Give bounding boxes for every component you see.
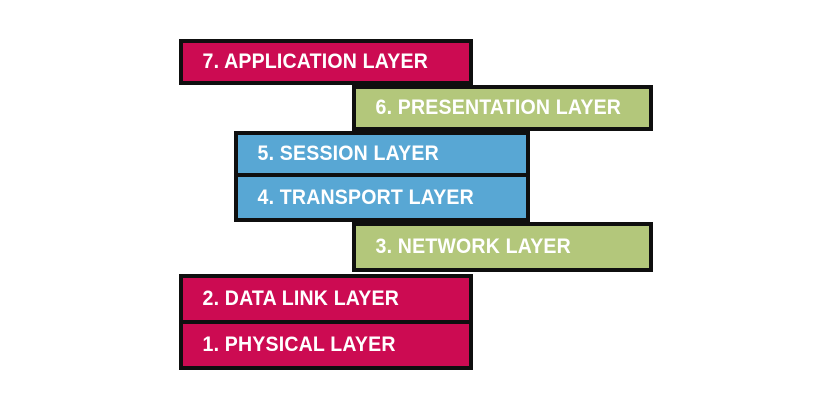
layer-bar-application: 7. APPLICATION LAYER — [179, 39, 473, 85]
layer-bar-session: 5. SESSION LAYER — [234, 131, 530, 177]
layer-label-session: 5. SESSION LAYER — [257, 142, 439, 165]
layer-label-transport: 4. TRANSPORT LAYER — [257, 185, 474, 209]
layer-label-presentation: 6. PRESENTATION LAYER — [375, 96, 622, 119]
layer-bar-presentation: 6. PRESENTATION LAYER — [352, 85, 653, 131]
layer-label-application: 7. APPLICATION LAYER — [202, 50, 428, 73]
layer-bar-transport: 4. TRANSPORT LAYER — [234, 173, 530, 222]
layer-label-network: 3. NETWORK LAYER — [375, 235, 571, 258]
layer-bar-physical: 1. PHYSICAL LAYER — [179, 320, 473, 370]
layer-bar-network: 3. NETWORK LAYER — [352, 222, 653, 272]
layer-label-data-link: 2. DATA LINK LAYER — [202, 287, 400, 310]
layer-bar-data-link: 2. DATA LINK LAYER — [179, 274, 473, 324]
layer-label-physical: 1. PHYSICAL LAYER — [202, 333, 396, 356]
